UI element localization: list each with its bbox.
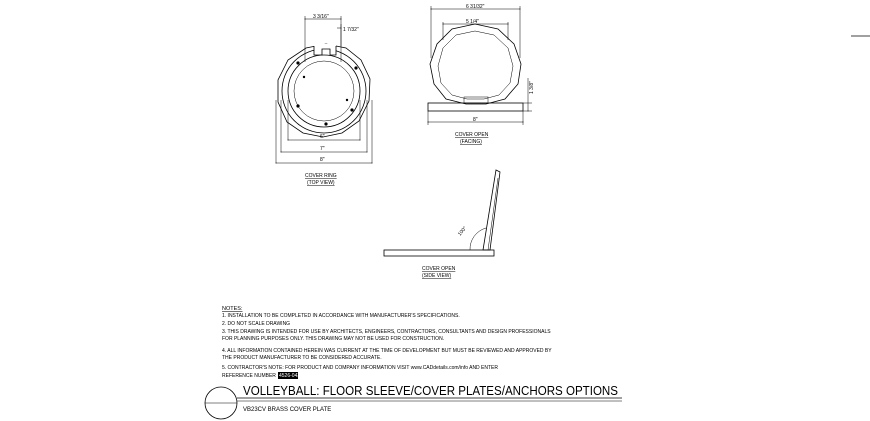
ring-inner-edge: [287, 54, 361, 128]
dim-height: 1 3/8": [529, 81, 535, 94]
drawing-title: VOLLEYBALL: FLOOR SLEEVE/COVER PLATES/AN…: [243, 383, 618, 398]
dim-top: 6 31/32": [466, 4, 485, 10]
note-line: 1. INSTALLATION TO BE COMPLETED IN ACCOR…: [222, 313, 460, 319]
caption-line-2: (TOP VIEW): [307, 180, 335, 186]
note-line: 2. DO NOT SCALE DRAWING: [222, 321, 290, 327]
note-line: REFERENCE NUMBER: [222, 373, 276, 379]
note-line: 3. THIS DRAWING IS INTENDED FOR USE BY A…: [222, 329, 551, 335]
base-plate-side: [383, 249, 495, 257]
dim-inner: 6": [320, 134, 325, 140]
dim-opening: 3 3/16": [313, 14, 329, 20]
cover-leaf: [482, 169, 501, 251]
cover-open-side-view: 100° COVER OPEN (SIDE VIEW): [383, 169, 501, 279]
slot-cut: [313, 46, 337, 56]
caption-line-1: COVER OPEN: [422, 266, 456, 272]
note-line: 5. CONTRACTOR'S NOTE: FOR PRODUCT AND CO…: [222, 365, 498, 371]
reference-highlight: [278, 372, 298, 379]
dim-outer: 8": [320, 157, 325, 163]
caption-line-1: COVER RING: [305, 173, 337, 179]
dim-base: 8": [473, 117, 478, 123]
ring-mid-edge: [281, 48, 367, 134]
drawing-subtitle: VB23CV BRASS COVER PLATE: [243, 407, 331, 413]
notes-heading: NOTES:: [222, 306, 243, 312]
cover-open-facing-view: 6 31/32" 5 1/4" 1 3/8" 8" COVER OPEN (FA…: [427, 4, 535, 145]
open-ring-outer: [429, 23, 522, 105]
note-line: THE PRODUCT MANUFACTURER TO BE CONSIDERE…: [222, 355, 382, 361]
cover-ring-top-view: 3 3/16" 1 7/32" 6" 7": [275, 14, 373, 186]
note-line: 4. ALL INFORMATION CONTAINED HEREIN WAS …: [222, 348, 552, 354]
bolt-holes: [296, 61, 358, 126]
caption-line-2: (SIDE VIEW): [422, 273, 452, 279]
dim-mid: 7": [320, 146, 325, 152]
caption-line-1: COVER OPEN: [455, 132, 489, 138]
ring-outer-edge: [277, 43, 371, 138]
notes-block: NOTES: 1. INSTALLATION TO BE COMPLETED I…: [222, 306, 552, 379]
caption-line-2: (FACING): [460, 139, 482, 145]
dim-angle: 100°: [457, 226, 468, 238]
reference-number: 4526-043: [279, 373, 300, 379]
dim-slot: 1 7/32": [343, 27, 359, 33]
title-block: VOLLEYBALL: FLOOR SLEEVE/COVER PLATES/AN…: [204, 383, 622, 420]
note-line: FOR PLANNING PURPOSES ONLY. THIS DRAWING…: [222, 336, 444, 342]
base-plate-facing: [427, 102, 524, 112]
dim-inner-facing: 5 1/4": [466, 19, 479, 25]
